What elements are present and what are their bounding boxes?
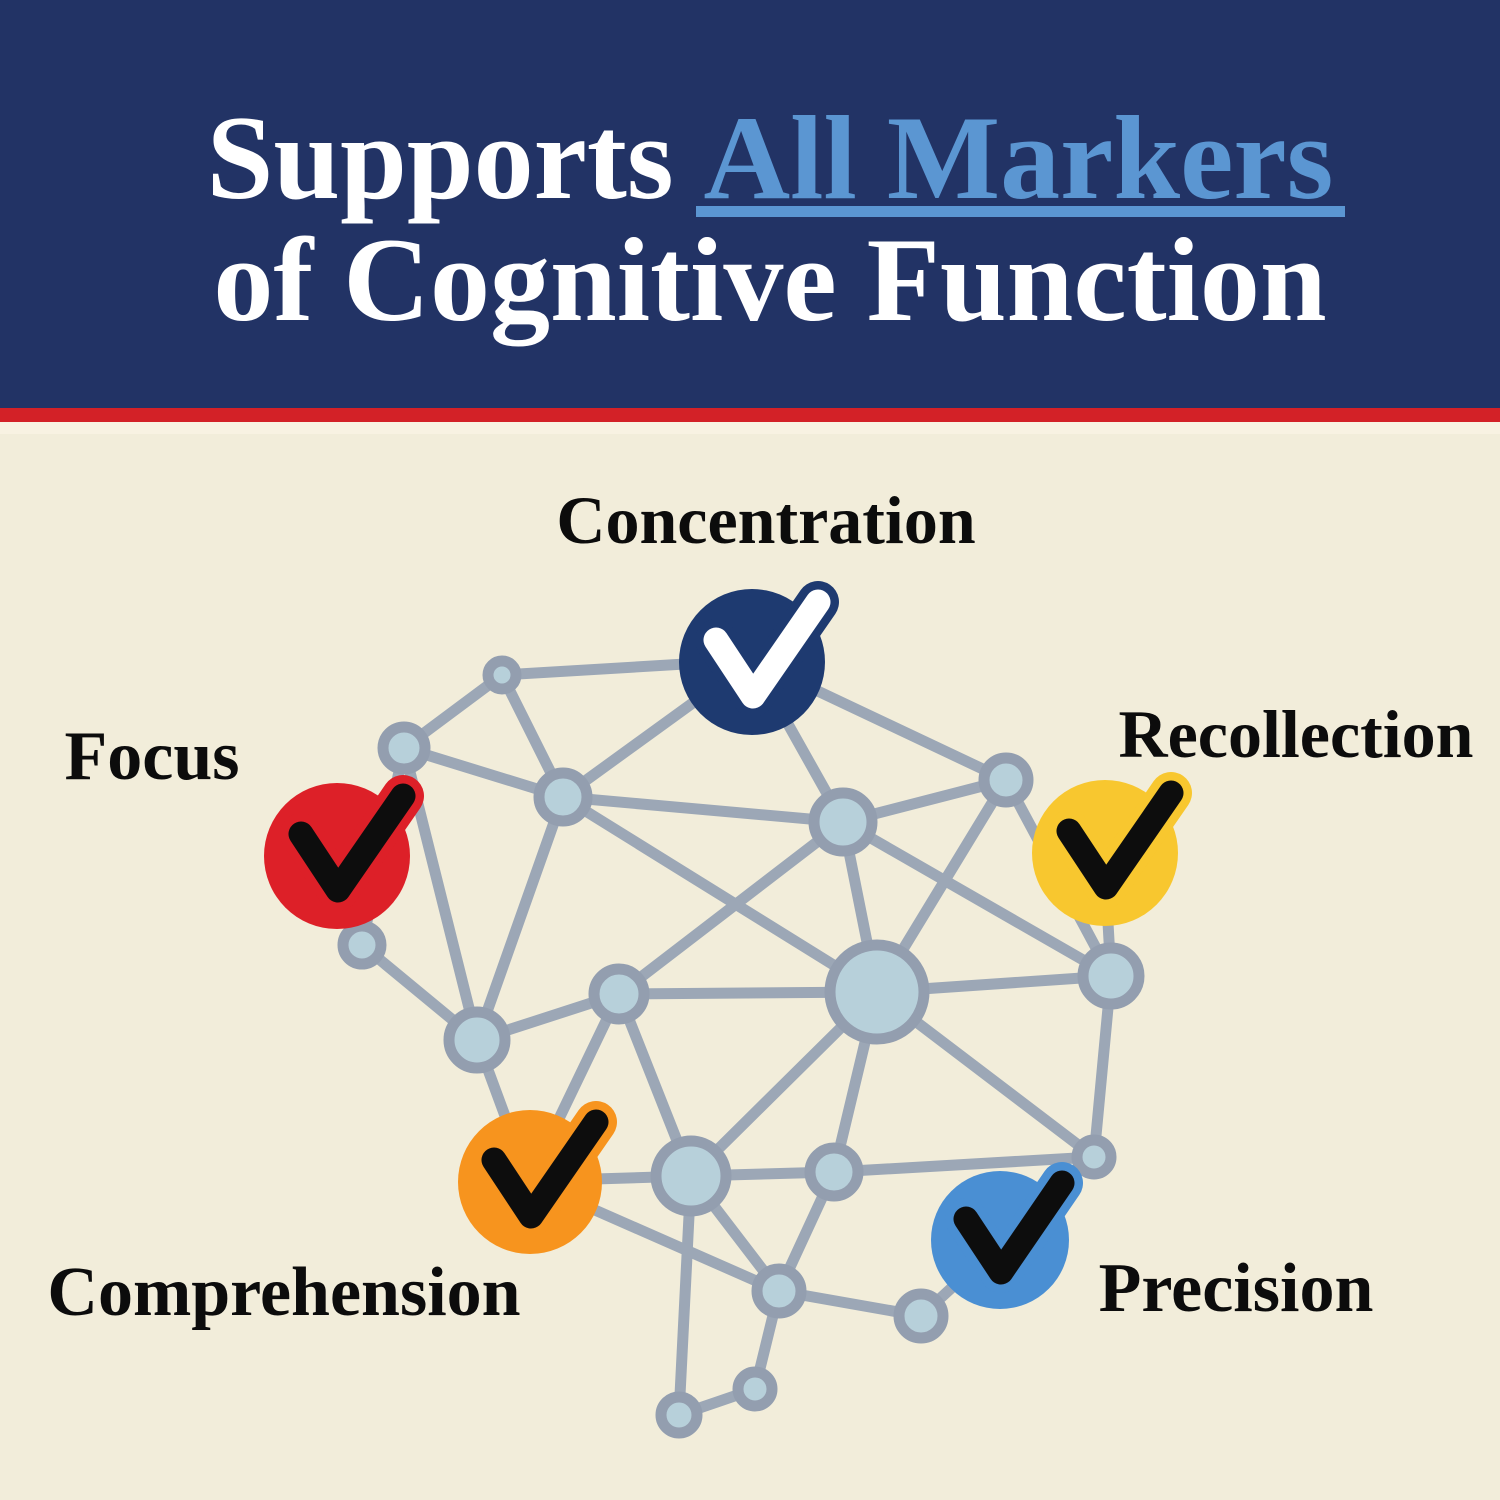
check-badge-concentration xyxy=(679,581,839,735)
network-node xyxy=(732,1366,778,1412)
network-edge xyxy=(557,791,883,998)
network-node xyxy=(482,655,522,695)
marker-label-recollection: Recollection xyxy=(1118,696,1474,772)
headline-highlight: All Markers xyxy=(695,91,1346,224)
network xyxy=(337,654,1145,1439)
network-node xyxy=(377,721,431,775)
network-node xyxy=(1077,942,1145,1010)
divider-stripe xyxy=(0,408,1500,422)
marker-label-precision: Precision xyxy=(1098,1250,1374,1327)
marker-label-focus: Focus xyxy=(64,718,240,795)
divider-stripe-soft xyxy=(0,422,1500,434)
network-node xyxy=(751,1263,807,1319)
network-node xyxy=(804,1142,864,1202)
network-node xyxy=(808,787,878,857)
network-node xyxy=(824,939,930,1045)
comprehension-check-icon xyxy=(481,1109,609,1229)
network-node xyxy=(650,1135,732,1217)
network-edge xyxy=(471,791,569,1046)
network-node xyxy=(337,920,387,970)
focus-check-icon xyxy=(288,783,416,903)
network-node xyxy=(893,1288,949,1344)
precision-check-icon xyxy=(953,1170,1075,1285)
network-edge xyxy=(828,1151,1100,1178)
network-edge xyxy=(613,816,849,1000)
check-badge-focus xyxy=(264,775,424,929)
marker-label-comprehension: Comprehension xyxy=(47,1254,521,1331)
check-badge-precision xyxy=(931,1162,1083,1309)
network-node xyxy=(655,1391,703,1439)
check-badge-comprehension xyxy=(458,1101,617,1254)
network-node xyxy=(1071,1134,1117,1180)
network-node xyxy=(588,963,650,1025)
network-edge xyxy=(837,816,1117,982)
network-nodes xyxy=(337,655,1145,1439)
network-node xyxy=(533,767,593,827)
headline-line2: of Cognitive Function xyxy=(213,213,1327,347)
headline-prefix: Supports xyxy=(206,91,674,224)
marker-label-concentration: Concentration xyxy=(556,482,976,558)
recollection-check-icon xyxy=(1056,780,1184,900)
concentration-check-icon xyxy=(703,589,831,709)
network-node xyxy=(978,752,1034,808)
network-edge xyxy=(557,791,849,828)
network-node xyxy=(443,1006,511,1074)
check-badge-recollection xyxy=(1032,772,1192,926)
